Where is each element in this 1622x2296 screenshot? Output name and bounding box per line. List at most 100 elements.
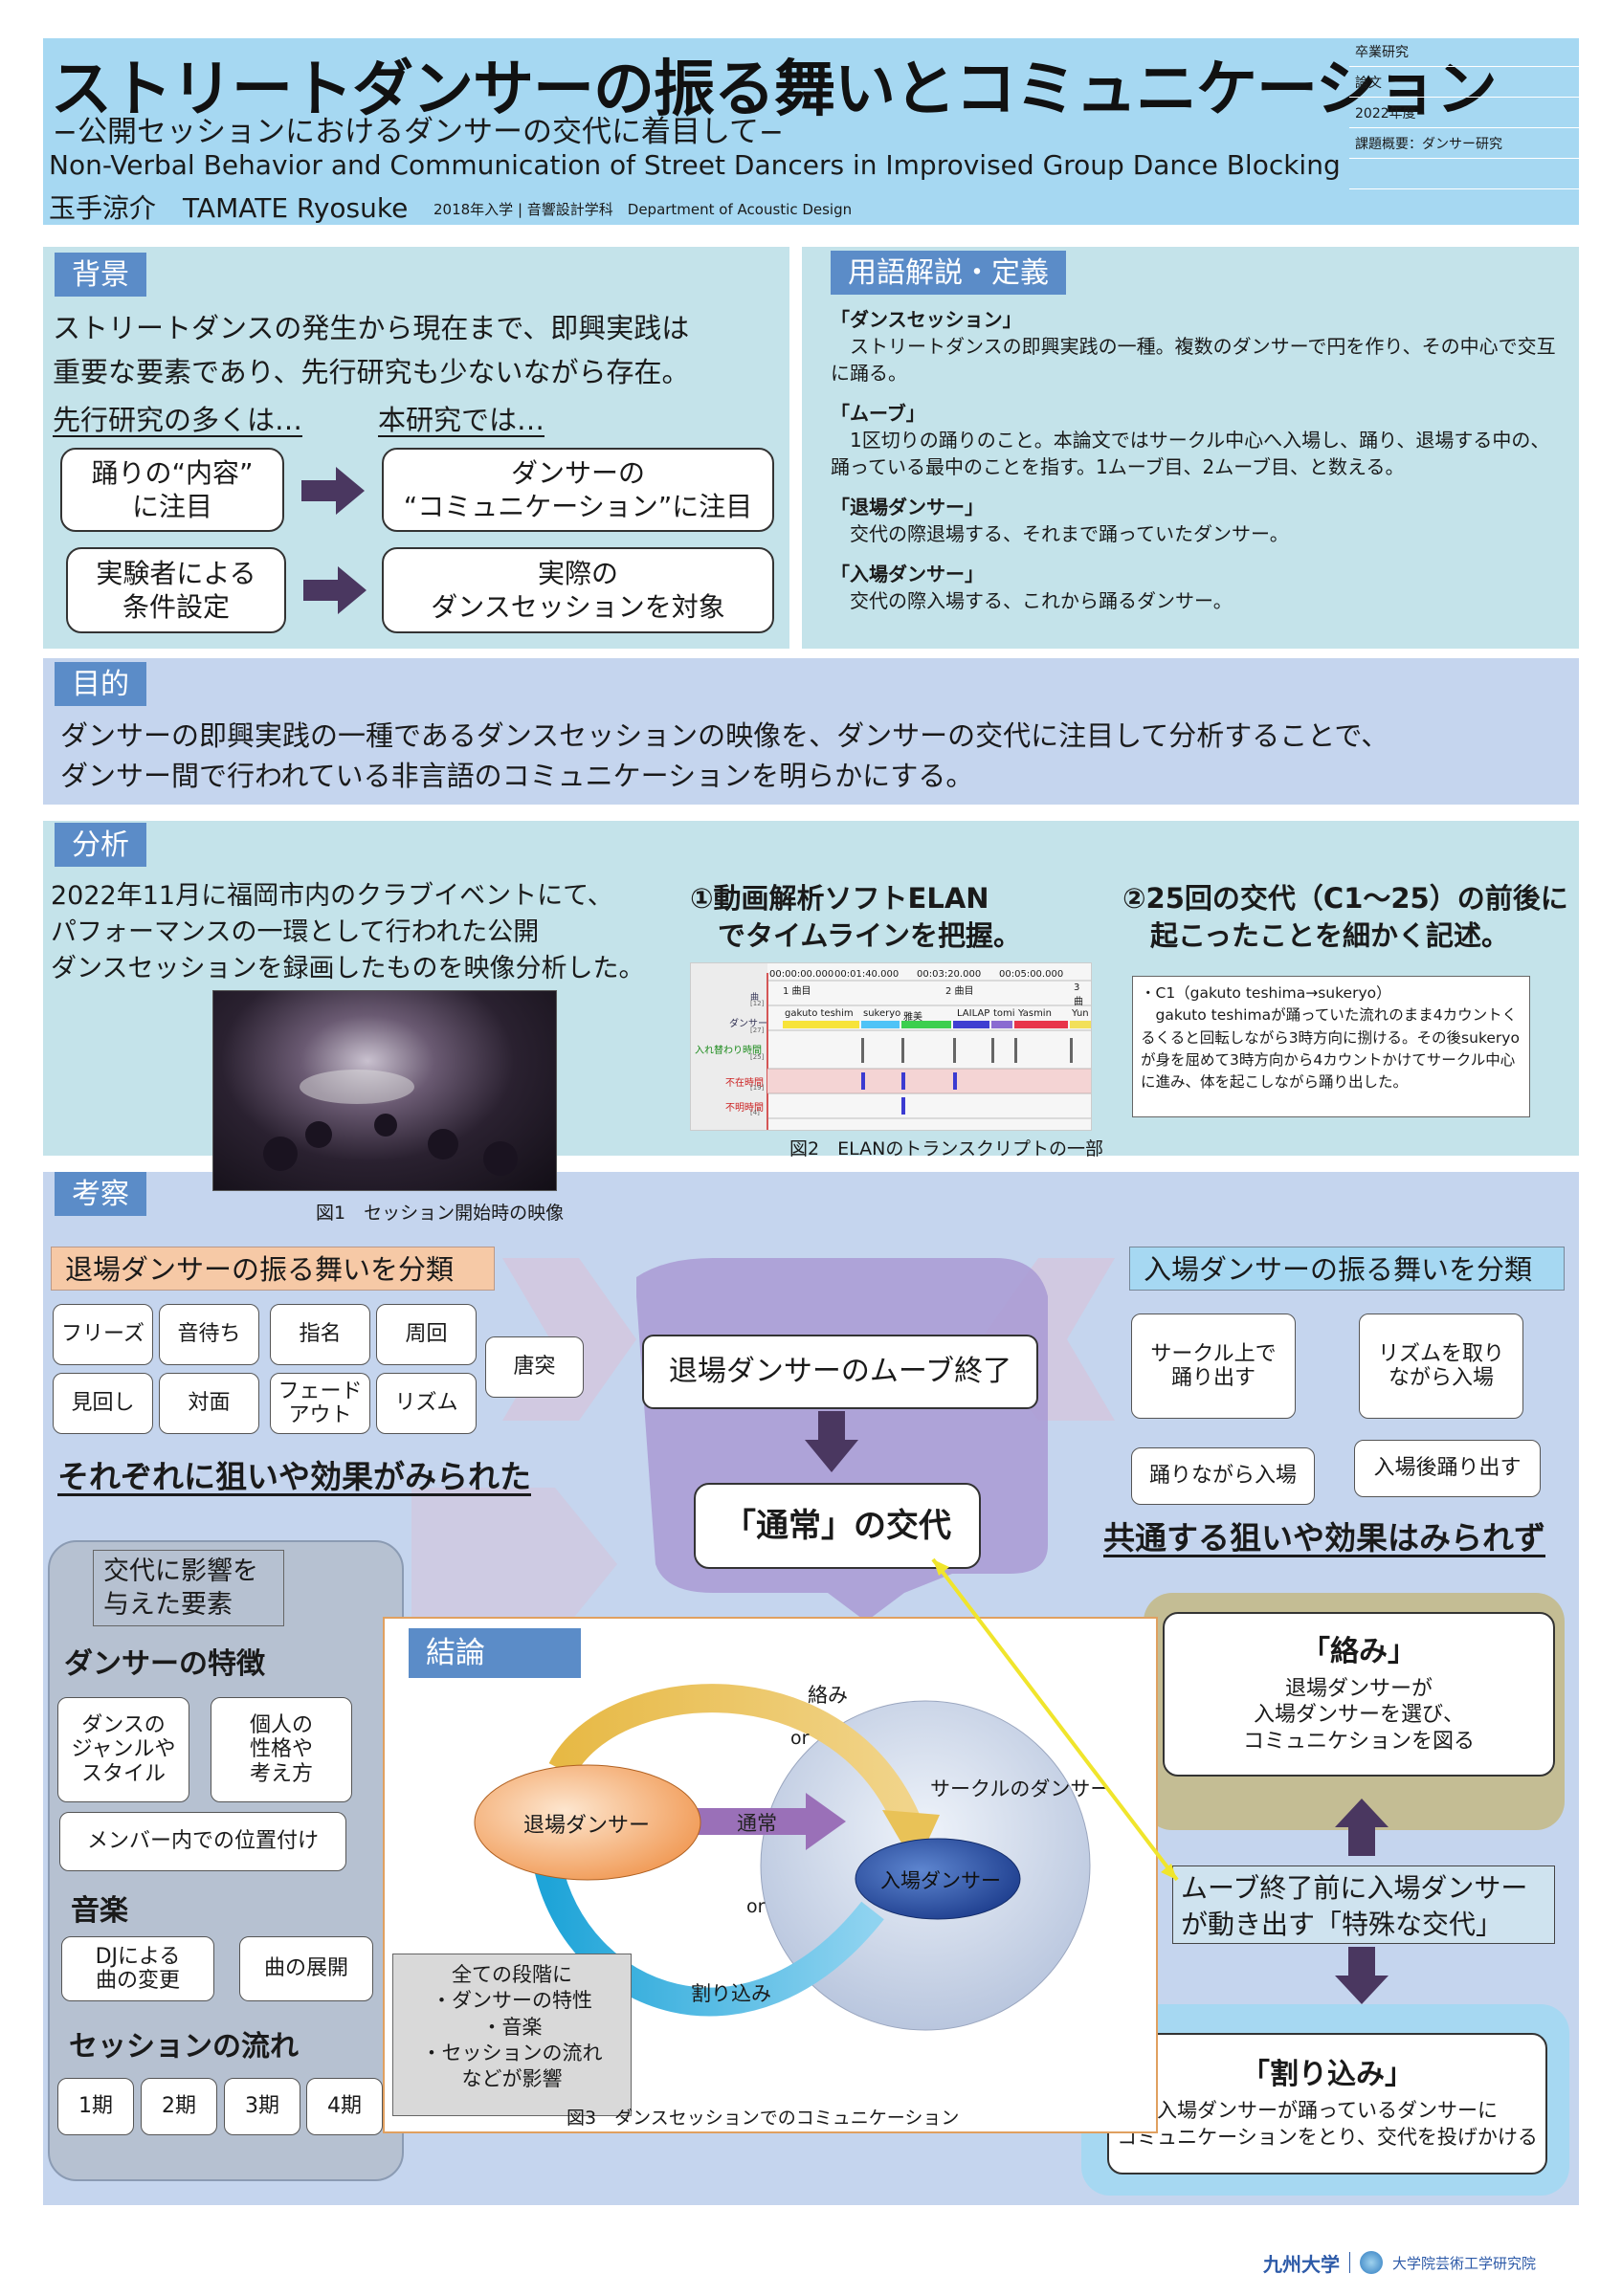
- term-desc: 交代の際退場する、それまで踊っていたダンサー。: [831, 522, 1289, 545]
- fig1-caption: 図1 セッション開始時の映像: [316, 1203, 565, 1224]
- chip-dance-after-enter: 入場後踊り出す: [1354, 1440, 1541, 1497]
- terms-tag: 用語解説・定義: [831, 251, 1066, 295]
- emblem-icon: [1360, 2251, 1383, 2274]
- karami-label: 絡み: [808, 1684, 848, 1707]
- elan-song-1: 2 曲目: [945, 986, 974, 997]
- arrow-right-icon: [303, 566, 367, 614]
- term-title: 「入場ダンサー」: [831, 563, 984, 585]
- chip-song-development: 曲の展開: [239, 1936, 373, 2001]
- footer: 九州大学 大学院芸術工学研究院: [1263, 2243, 1589, 2282]
- music-heading: 音楽: [71, 1894, 128, 1928]
- warikomi-box-body: 入場ダンサーが踊っているダンサーに コミュニケーションをとり、交代を投げかける: [1117, 2099, 1538, 2149]
- term-title: 「ムーブ」: [831, 402, 925, 425]
- karami-box: 「絡み」 退場ダンサーが 入場ダンサーを選び、 コミュニケションを図る: [1163, 1612, 1555, 1777]
- elan-dancer-bar: [991, 1021, 1012, 1028]
- flow-heading: セッションの流れ: [69, 2030, 299, 2064]
- this-research-heading: 本研究では…: [378, 404, 545, 436]
- special-link-arrow: [931, 1557, 1179, 1882]
- background-panel: 背景 ストリートダンスの発生から現在まで、即興実践は 重要な要素であり、先行研究…: [43, 247, 789, 649]
- conclusion-tag: 結論: [409, 1628, 581, 1678]
- elan-unknown-mark: [901, 1097, 905, 1115]
- c1-title: ・C1（gakuto teshima→sukeryo）: [1141, 984, 1391, 1002]
- elan-switch-mark: [901, 1038, 904, 1063]
- elan-dancer-bar: [901, 1021, 951, 1028]
- elan-dancer-bar: [861, 1021, 900, 1028]
- or-label-2: or: [746, 1896, 766, 1917]
- term-list: 「ダンスセッション」 ストリートダンスの即興実践の一種。複数のダンサーで円を作り…: [831, 306, 1567, 614]
- elan-tier-2: 入れ替わり時間: [695, 1046, 762, 1056]
- elan-time-0: 00:00:00.000: [769, 969, 834, 980]
- poster-subtitle: −公開セッションにおけるダンサーの交代に着目して−: [53, 115, 785, 149]
- elan-switch-mark: [953, 1038, 956, 1063]
- term-desc: 1区切りの踊りのこと。本論文ではサークル中心へ入場し、踊り、退場する中の、踊って…: [831, 429, 1550, 478]
- chip-rhythm: リズム: [376, 1373, 477, 1434]
- term-item: 「入場ダンサー」 交代の際入場する、これから踊るダンサー。: [831, 561, 1567, 614]
- elan-count-1: [27]: [750, 1027, 765, 1034]
- or-label-1: or: [790, 1728, 810, 1749]
- elan-count-0: [12]: [750, 1000, 765, 1007]
- chip-genre-style: ダンスの ジャンルや スタイル: [57, 1697, 189, 1802]
- chip-circle: 周回: [376, 1304, 477, 1365]
- poster-title: ストリートダンサーの振る舞いとコミュニケーション: [51, 55, 1498, 125]
- terms-panel: 用語解説・定義 「ダンスセッション」 ストリートダンスの即興実践の一種。複数のダ…: [802, 247, 1579, 649]
- exit-behavior-heading: 退場ダンサーの振る舞いを分類: [51, 1247, 495, 1291]
- meta-row: [1349, 161, 1579, 189]
- term-item: 「ムーブ」 1区切りの踊りのこと。本論文ではサークル中心へ入場し、踊り、退場する…: [831, 400, 1567, 480]
- enter-dancer-label: 入場ダンサー: [880, 1869, 1001, 1892]
- elan-dancer-2: 雅美: [903, 1012, 922, 1023]
- purpose-tag: 目的: [55, 662, 146, 706]
- elan-transcript-figure: 00:00:00.000 00:01:40.000 00:03:20.000 0…: [690, 962, 1092, 1131]
- chip-nominate: 指名: [270, 1304, 370, 1365]
- analysis-text: 2022年11月に福岡市内のクラブイベントにて、 パフォーマンスの一環として行わ…: [51, 881, 645, 983]
- term-desc: ストリートダンスの即興実践の一種。複数のダンサーで円を作り、その中心で交互に踊る…: [831, 335, 1556, 385]
- prior-content-box: 踊りの“内容” に注目: [60, 448, 284, 532]
- meta-row: 卒業研究: [1349, 38, 1579, 67]
- move-end-box: 退場ダンサーのムーブ終了: [642, 1335, 1038, 1409]
- this-session-box: 実際の ダンスセッションを対象: [382, 547, 774, 633]
- chip-position-in-group: メンバー内での位置付け: [59, 1812, 346, 1871]
- special-handover-box: ムーブ終了前に入場ダンサー が動き出す「特殊な交代」: [1172, 1866, 1555, 1944]
- chip-wait-music: 音待ち: [159, 1304, 259, 1365]
- chip-rhythm-enter: リズムを取り ながら入場: [1359, 1314, 1523, 1419]
- background-text-2: 重要な要素であり、先行研究も少ないながら存在。: [53, 356, 690, 388]
- discussion-tag: 考察: [55, 1172, 146, 1216]
- footer-divider: [1349, 2252, 1350, 2273]
- warikomi-box-title: 「割り込み」: [1241, 2057, 1413, 2091]
- influence-note: 全ての段階に ・ダンサーの特性 ・音楽 ・セッションの流れ などが影響: [392, 1954, 632, 2116]
- chip-face: 対面: [159, 1373, 259, 1434]
- term-title: 「ダンスセッション」: [831, 308, 1022, 331]
- elan-count-3: [19]: [750, 1084, 765, 1092]
- enter-behavior-heading: 入場ダンサーの振る舞いを分類: [1129, 1247, 1565, 1291]
- factors-panel: 交代に影響を 与えた要素 ダンサーの特徴 ダンスの ジャンルや スタイル 個人の…: [48, 1540, 404, 2181]
- chip-freeze: フリーズ: [53, 1304, 153, 1365]
- arrow-down-icon: [1335, 1947, 1389, 2004]
- elan-absent-mark: [901, 1072, 905, 1090]
- chip-enter-dancing: 踊りながら入場: [1131, 1447, 1315, 1505]
- meta-row: 課題概要：ダンサー研究: [1349, 130, 1579, 159]
- term-item: 「ダンスセッション」 ストリートダンスの即興実践の一種。複数のダンサーで円を作り…: [831, 306, 1567, 386]
- karami-box-title: 「絡み」: [1301, 1635, 1416, 1668]
- elan-dancer-3: LAILAP: [957, 1008, 990, 1019]
- elan-song-2: 3 曲: [1074, 982, 1083, 1007]
- analysis-tag: 分析: [55, 823, 146, 867]
- elan-dancer-bar: [1070, 1021, 1091, 1028]
- meta-table: 卒業研究 論文 2022年度 課題概要：ダンサー研究: [1349, 38, 1579, 225]
- term-item: 「退場ダンサー」 交代の際退場する、それまで踊っていたダンサー。: [831, 494, 1567, 547]
- elan-tier-1: ダンサー: [729, 1019, 767, 1029]
- university-logo: 九州大学: [1263, 2252, 1340, 2276]
- enter-result: 共通する狙いや効果はみられず: [1103, 1519, 1545, 1556]
- chip-dance-on-circle: サークル上で 踊り出す: [1131, 1314, 1296, 1419]
- chip-phase-3: 3期: [224, 2078, 300, 2135]
- chip-dj-change: DJによる 曲の変更: [61, 1936, 214, 2001]
- elan-dancer-1: sukeryo: [863, 1008, 901, 1019]
- normal-handover-box: 「通常」の交代: [694, 1483, 981, 1569]
- header: ストリートダンサーの振る舞いとコミュニケーション −公開セッションにおけるダンサ…: [43, 38, 1579, 225]
- elan-song-0: 1 曲目: [783, 986, 811, 997]
- elan-marks: [783, 1021, 1091, 1115]
- this-communication-box: ダンサーの “コミュニケーション”に注目: [382, 448, 774, 532]
- poster-title-en: Non-Verbal Behavior and Communication of…: [49, 149, 1341, 181]
- step2-text: ②25回の交代（C1〜25）の前後に 起こったことを細かく記述。: [1122, 882, 1568, 953]
- purpose-panel: 目的 ダンサーの即興実践の一種であるダンスセッションの映像を、ダンサーの交代に注…: [43, 658, 1579, 805]
- warikomi-label: 割り込み: [691, 1982, 771, 2005]
- circle-dancer-label: サークルのダンサー: [930, 1777, 1111, 1800]
